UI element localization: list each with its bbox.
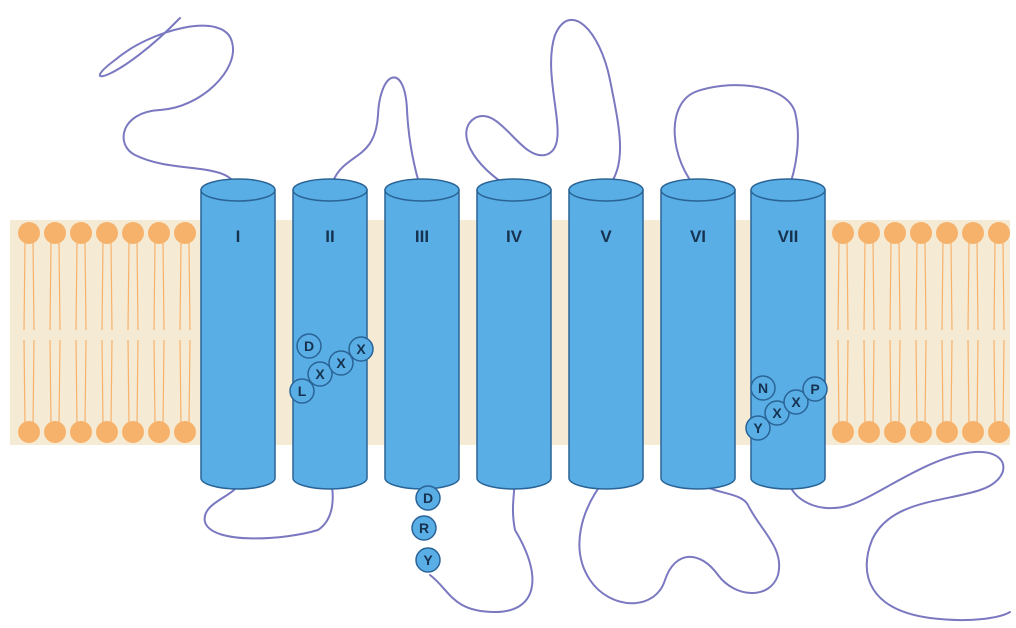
helix-label: III (415, 227, 429, 246)
lipid-head (44, 421, 66, 443)
helix-label: IV (506, 227, 523, 246)
lipid-head (858, 222, 880, 244)
svg-text:X: X (791, 394, 801, 410)
lipid-head (936, 421, 958, 443)
helix-5: V (569, 179, 643, 489)
svg-text:X: X (315, 366, 325, 382)
lipid-head (122, 222, 144, 244)
extracellular-loop-1 (330, 77, 422, 190)
residue-r: R (412, 516, 436, 540)
svg-text:X: X (772, 405, 782, 421)
lipid-head (988, 421, 1010, 443)
residue-l: L (290, 379, 314, 403)
helix-top (751, 179, 825, 201)
lipid-head (910, 222, 932, 244)
lipid-head (44, 222, 66, 244)
residue-p: P (803, 377, 827, 401)
lipid-head (96, 421, 118, 443)
svg-text:N: N (758, 380, 768, 396)
lipid-head (962, 222, 984, 244)
helix-label: I (236, 227, 241, 246)
helix-7: VII (751, 179, 825, 489)
lipid-head (70, 421, 92, 443)
lipid-head (70, 222, 92, 244)
lipid-head (832, 421, 854, 443)
lipid-head (96, 222, 118, 244)
lipid-head (122, 421, 144, 443)
helix-label: V (600, 227, 612, 246)
svg-text:P: P (810, 381, 819, 397)
residue-y: Y (416, 548, 440, 572)
lipid-head (148, 421, 170, 443)
svg-text:R: R (419, 520, 429, 536)
intracellular-loop-2 (430, 478, 532, 612)
svg-text:X: X (356, 341, 366, 357)
svg-text:X: X (336, 355, 346, 371)
lipid-head (858, 421, 880, 443)
helix-top (293, 179, 367, 201)
helix-6: VI (661, 179, 735, 489)
helix-top (385, 179, 459, 201)
helix-2: II (293, 179, 367, 489)
helix-label: VI (690, 227, 706, 246)
lipid-head (174, 222, 196, 244)
svg-text:Y: Y (753, 420, 763, 436)
residue-x: X (308, 362, 332, 386)
lipid-head (962, 421, 984, 443)
helix-top (201, 179, 275, 201)
intracellular-loop-3 (579, 478, 779, 603)
residue-n: N (751, 376, 775, 400)
lipid-head (910, 421, 932, 443)
helix-1: I (201, 179, 275, 489)
extracellular-loop-2 (466, 20, 620, 190)
svg-text:Y: Y (423, 552, 433, 568)
residue-d: D (416, 486, 440, 510)
lipid-head (832, 222, 854, 244)
helix-top (569, 179, 643, 201)
residue-d: D (297, 334, 321, 358)
lipid-head (18, 421, 40, 443)
n-terminus (100, 18, 238, 190)
lipid-head (884, 222, 906, 244)
helix-label: II (325, 227, 334, 246)
lipid-head (884, 421, 906, 443)
svg-text:D: D (423, 490, 433, 506)
motif-dry: DRY (412, 486, 440, 572)
residue-x: X (349, 337, 373, 361)
extracellular-loop-3 (675, 85, 798, 190)
lipid-head (148, 222, 170, 244)
helix-3: III (385, 179, 459, 489)
lipid-head (936, 222, 958, 244)
helix-top (477, 179, 551, 201)
lipid-head (988, 222, 1010, 244)
helix-label: VII (778, 227, 799, 246)
svg-text:L: L (298, 383, 307, 399)
helix-top (661, 179, 735, 201)
lipid-head (174, 421, 196, 443)
helix-4: IV (477, 179, 551, 489)
svg-text:D: D (304, 338, 314, 354)
lipid-head (18, 222, 40, 244)
residue-x: X (329, 351, 353, 375)
